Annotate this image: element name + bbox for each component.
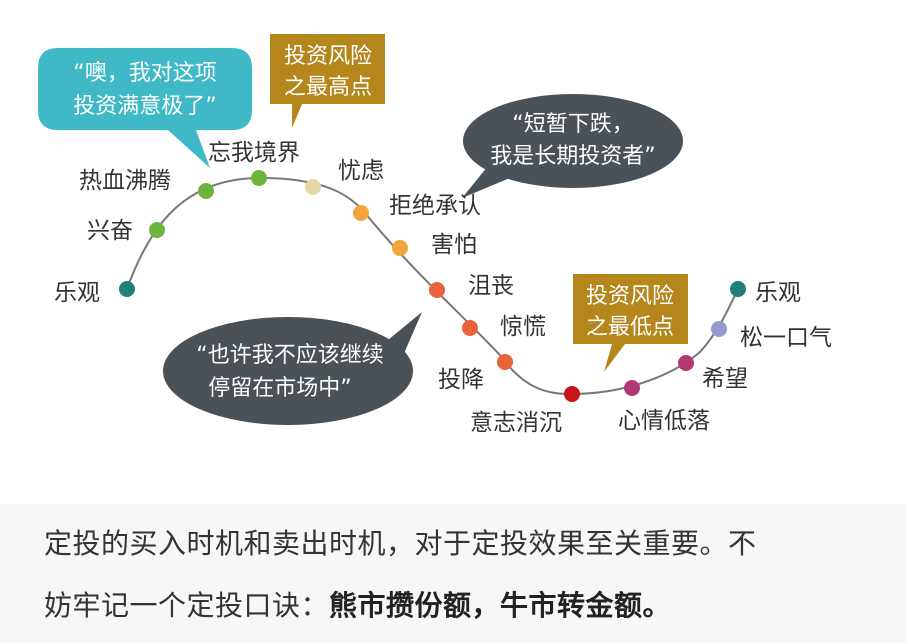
stage-label-3: 忘我境界 [208, 140, 300, 166]
stage-dot-0 [119, 281, 135, 297]
stage-dot-9 [497, 354, 513, 370]
lowest-risk-callout: 投资风险 之最低点 [573, 274, 688, 372]
stage-dot-7 [429, 282, 445, 298]
caption-panel: 定投的买入时机和卖出时机，对于定投效果至关重要。不 妨牢记一个定投口诀：熊市攒份… [0, 504, 906, 643]
stage-label-4: 忧虑 [338, 158, 384, 184]
stage-label-0: 乐观 [54, 280, 100, 306]
short-term-drop-line-1: “短暂下跌， [512, 112, 633, 137]
stage-dot-6 [392, 240, 408, 256]
caption-line-2-prefix: 妨牢记一个定投口诀： [44, 589, 330, 622]
stage-dot-14 [730, 281, 746, 297]
stage-label-7: 沮丧 [468, 273, 514, 299]
highest-risk-line-2: 之最高点 [284, 75, 372, 100]
caption-line-2-motto: 熊市攒份额，牛市转金额。 [329, 589, 672, 622]
optimism-speech-bubble: “噢，我对这项 投资满意极了” [38, 48, 252, 168]
stage-label-9: 投降 [438, 367, 484, 393]
stage-dot-5 [353, 205, 369, 221]
stage-label-8: 惊慌 [500, 314, 546, 340]
stay-in-market-speech-bubble: “也许我不应该继续 停留在市场中” [163, 312, 422, 425]
stage-dot-8 [462, 320, 478, 336]
stage-label-2: 热血沸腾 [79, 168, 171, 194]
caption-line-1: 定投的买入时机和卖出时机，对于定投效果至关重要。不 [44, 527, 757, 560]
stay-in-market-line-1: “也许我不应该继续 [196, 343, 383, 368]
stage-label-12: 希望 [702, 366, 748, 392]
stage-label-11: 心情低落 [618, 408, 710, 434]
stage-label-13: 松一口气 [740, 325, 832, 351]
stage-dot-11 [624, 380, 640, 396]
stage-label-6: 害怕 [431, 232, 477, 258]
optimism-bubble-line-1: “噢，我对这项 [73, 61, 216, 86]
short-term-drop-speech-bubble: “短暂下跌， 我是长期投资者” [462, 94, 683, 198]
optimism-bubble-line-2: 投资满意极了” [73, 94, 216, 119]
short-term-drop-line-2: 我是长期投资者” [490, 144, 655, 169]
stage-label-10: 意志消沉 [470, 410, 562, 436]
stay-in-market-line-2: 停留在市场中” [208, 376, 351, 401]
stage-label-5: 拒绝承认 [389, 193, 481, 219]
stage-dot-3 [251, 170, 267, 186]
highest-risk-callout: 投资风险 之最高点 [270, 34, 385, 128]
stage-label-14: 乐观 [755, 280, 801, 306]
stage-label-1: 兴奋 [87, 218, 133, 244]
lowest-risk-line-1: 投资风险 [586, 284, 674, 309]
stage-dot-4 [305, 179, 321, 195]
stage-dot-13 [711, 321, 727, 337]
stage-dot-10 [564, 386, 580, 402]
lowest-risk-line-2: 之最低点 [586, 315, 674, 340]
highest-risk-line-1: 投资风险 [284, 44, 372, 69]
stage-dot-12 [678, 355, 694, 371]
stage-dot-2 [198, 183, 214, 199]
stage-dot-1 [149, 222, 165, 238]
caption-line-2: 妨牢记一个定投口诀：熊市攒份额，牛市转金额。 [44, 584, 671, 624]
